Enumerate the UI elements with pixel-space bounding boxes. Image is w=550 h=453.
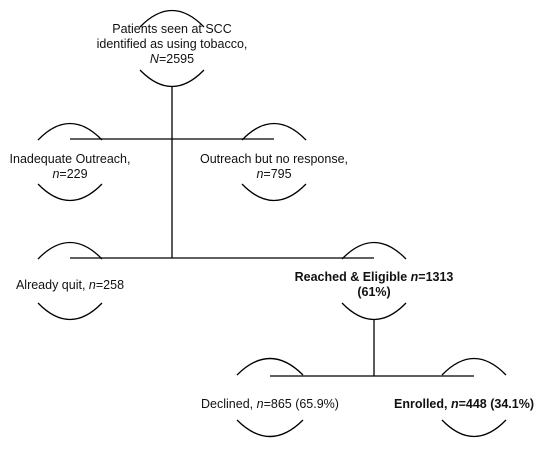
quit-bracket-top — [37, 241, 103, 260]
node-declined-value: =865 (65.9%) — [263, 397, 339, 411]
node-eligible-label: Reached & Eligible — [294, 270, 411, 284]
node-enrolled-label: Enrolled, — [394, 397, 451, 411]
node-enrolled-value: =448 (34.1%) — [458, 397, 534, 411]
no-response-bracket-bottom — [241, 183, 307, 202]
node-enrolled: Enrolled, n=448 (34.1%) — [384, 397, 544, 412]
node-quit-var: n — [88, 278, 96, 292]
node-declined: Declined, n=865 (65.9%) — [190, 397, 350, 412]
node-declined-label: Declined, — [201, 397, 257, 411]
node-enrolled-var: n — [450, 397, 459, 411]
inadequate-bracket-top — [37, 122, 103, 141]
quit-bracket-bottom — [37, 302, 103, 321]
node-no-response: Outreach but no response, n=795 — [194, 152, 354, 182]
node-eligible-value: =1313 — [418, 270, 454, 284]
eligible-bracket-bottom — [341, 302, 407, 321]
node-quit-label: Already quit, — [15, 278, 89, 292]
declined-bracket-top — [236, 357, 304, 376]
node-no-response-value: =795 — [263, 167, 292, 181]
node-top: Patients seen at SCC identified as using… — [72, 22, 272, 67]
node-eligible-var: n — [410, 270, 419, 284]
declined-bracket-bottom — [236, 419, 304, 438]
node-top-var: N — [149, 52, 159, 66]
eligible-bracket-top — [341, 241, 407, 260]
node-inadequate-outreach: Inadequate Outreach, n=229 — [0, 152, 140, 182]
node-no-response-var: n — [256, 167, 264, 181]
no-response-bracket-top — [241, 122, 307, 141]
top-bracket-top — [139, 9, 205, 28]
node-top-line2: identified as using tobacco, — [96, 37, 248, 51]
node-inadequate-var: n — [52, 167, 60, 181]
node-no-response-line1: Outreach but no response, — [199, 152, 348, 166]
node-reached-eligible: Reached & Eligible n=1313 (61%) — [284, 270, 464, 300]
node-quit-value: =258 — [95, 278, 125, 292]
node-already-quit: Already quit, n=258 — [0, 278, 140, 293]
node-inadequate-line1: Inadequate Outreach, — [9, 152, 131, 166]
node-eligible-pct: (61%) — [357, 285, 391, 299]
node-declined-var: n — [256, 397, 264, 411]
enrolled-bracket-top — [441, 357, 507, 376]
node-inadequate-value: =229 — [59, 167, 88, 181]
inadequate-bracket-bottom — [37, 183, 103, 202]
top-bracket-bottom — [139, 69, 205, 88]
node-top-line1: Patients seen at SCC — [112, 22, 232, 36]
enrolled-bracket-bottom — [441, 419, 507, 438]
node-top-value: =2595 — [158, 52, 195, 66]
